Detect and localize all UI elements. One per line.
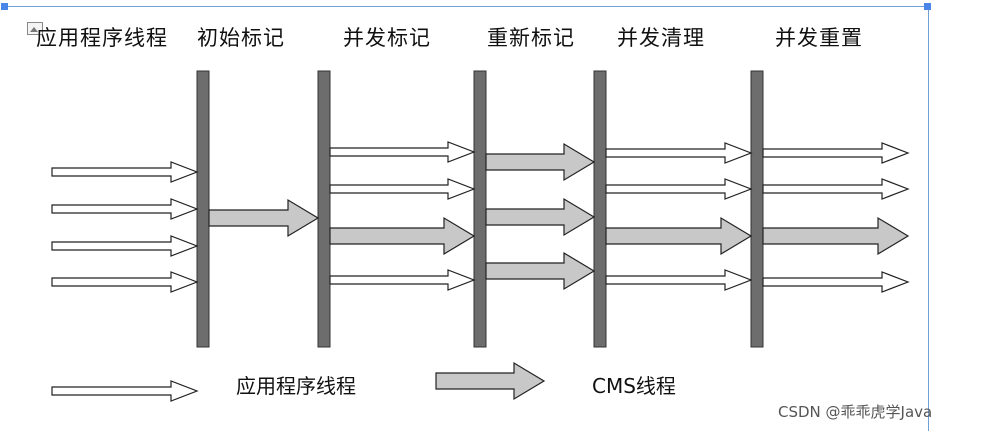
phase-label-app-thread: 应用程序线程 bbox=[36, 26, 168, 50]
cms-thread-arrow bbox=[605, 216, 753, 256]
app-thread-arrow bbox=[762, 178, 910, 200]
legend-app-thread-label: 应用程序线程 bbox=[236, 374, 356, 398]
phase-label-concurrent-mark: 并发标记 bbox=[343, 26, 431, 50]
barrier-initial-mark bbox=[196, 70, 210, 348]
legend-cms-thread-label: CMS线程 bbox=[592, 374, 676, 398]
resize-handle-top-left[interactable] bbox=[1, 3, 8, 10]
phase-label-concurrent-reset: 并发重置 bbox=[775, 26, 863, 50]
app-thread-arrow bbox=[329, 269, 476, 291]
cms-thread-arrow bbox=[762, 216, 910, 256]
app-thread-arrow bbox=[51, 198, 199, 220]
phase-label-initial-mark: 初始标记 bbox=[197, 26, 285, 50]
barrier-concurrent-sweep bbox=[593, 70, 607, 348]
legend-cms-thread-arrow bbox=[435, 361, 546, 401]
phase-label-concurrent-sweep: 并发清理 bbox=[617, 26, 705, 50]
cms-thread-arrow bbox=[485, 251, 596, 291]
app-thread-arrow bbox=[329, 178, 476, 200]
cms-thread-arrow bbox=[329, 216, 476, 256]
app-thread-arrow bbox=[605, 142, 753, 164]
barrier-concurrent-mark bbox=[317, 70, 331, 348]
resize-handle-top-right[interactable] bbox=[924, 3, 931, 10]
app-thread-arrow bbox=[51, 271, 199, 293]
legend-app-thread-arrow bbox=[51, 380, 199, 402]
app-thread-arrow bbox=[51, 161, 199, 183]
app-thread-arrow bbox=[605, 178, 753, 200]
app-thread-arrow bbox=[762, 271, 910, 293]
selection-frame bbox=[4, 6, 929, 431]
barrier-remark bbox=[473, 70, 487, 348]
app-thread-arrow bbox=[762, 142, 910, 164]
app-thread-arrow bbox=[605, 269, 753, 291]
barrier-concurrent-reset bbox=[750, 70, 764, 348]
cms-thread-arrow bbox=[485, 142, 596, 182]
image-placeholder-icon bbox=[27, 22, 43, 35]
cms-thread-arrow bbox=[485, 197, 596, 237]
phase-label-remark: 重新标记 bbox=[487, 26, 575, 50]
app-thread-arrow bbox=[329, 141, 476, 163]
cms-thread-arrow bbox=[208, 198, 320, 238]
watermark: CSDN @乖乖虎学Java bbox=[778, 403, 933, 421]
app-thread-arrow bbox=[51, 235, 199, 257]
